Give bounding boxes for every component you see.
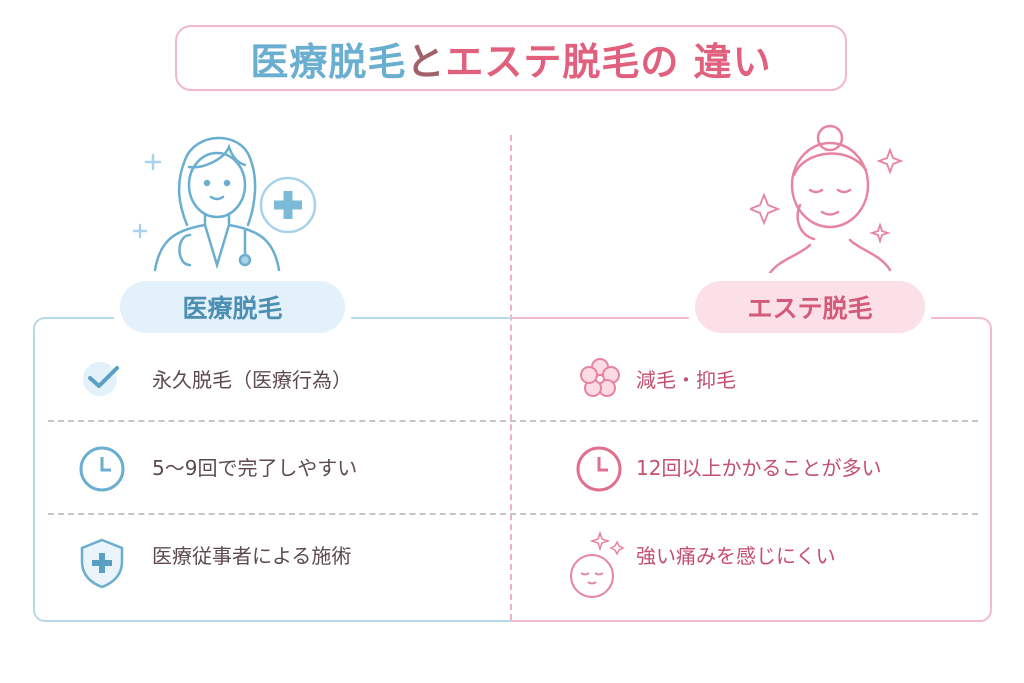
medical-row-3: 医療従事者による施術 (152, 544, 352, 568)
medical-row-1: 永久脱毛（医療行為） (152, 368, 352, 392)
title-box: 医療脱毛 と エステ脱毛 の 違い (175, 25, 847, 91)
check-icon (83, 362, 119, 396)
title-difference: の 違い (640, 39, 772, 84)
esthetic-row-1: 減毛・抑毛 (636, 368, 736, 392)
clock-icon (576, 446, 622, 492)
row-divider (48, 420, 978, 422)
center-divider (510, 135, 512, 620)
medical-row-2: 5〜9回で完了しやすい (152, 456, 358, 480)
doctor-icon (132, 136, 317, 272)
esthetic-row-3: 強い痛みを感じにくい (636, 544, 836, 568)
shield-plus-icon (80, 538, 124, 589)
flower-icon (580, 358, 620, 397)
relaxed-face-icon (570, 530, 625, 598)
title-and: と (406, 39, 446, 84)
row-divider (48, 513, 978, 515)
woman-icon (750, 124, 904, 275)
title-medical: 医療脱毛 (250, 39, 407, 84)
title-esthetic: エステ脱毛 (445, 39, 641, 84)
esthetic-row-2: 12回以上かかることが多い (636, 456, 882, 480)
esthetic-label: エステ脱毛 (695, 281, 925, 333)
medical-label: 医療脱毛 (120, 281, 345, 333)
clock-icon (79, 446, 125, 492)
